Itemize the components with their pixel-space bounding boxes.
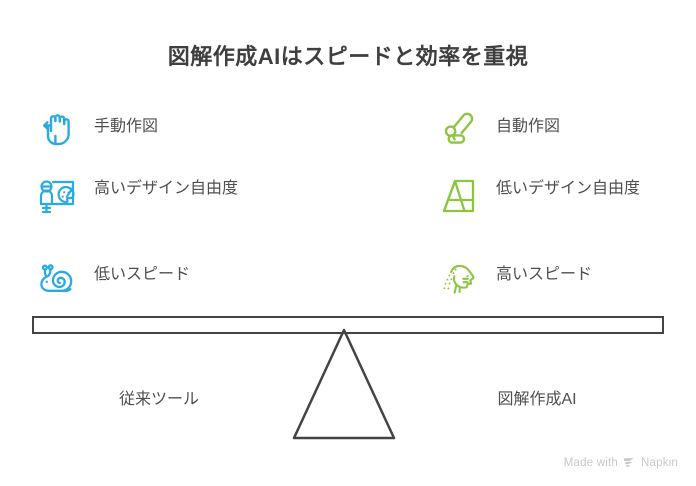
triangle-fulcrum <box>290 326 398 441</box>
right-side-label: 図解作成AI <box>497 391 577 408</box>
robot-arm-icon <box>436 108 482 154</box>
right-feature-0: 自動作図 <box>436 108 560 154</box>
page-title: 図解作成AIはスピードと効率を重視 <box>167 44 529 69</box>
napkin-watermark: Made with Napkin <box>564 456 678 469</box>
left-feature-2-label: 低いスピード <box>94 266 191 283</box>
comparison-columns: 手動作図 <box>0 108 696 308</box>
hand-icon <box>34 108 80 154</box>
right-feature-1-label: 低いデザイン自由度 <box>496 180 641 197</box>
watermark-brand: Napkin <box>641 456 678 469</box>
seesaw-diagram: 従来ツール 図解作成AI <box>0 312 696 440</box>
left-side-label: 従来ツール <box>118 391 199 408</box>
left-feature-0-label: 手動作図 <box>94 118 159 135</box>
left-feature-1: 高いデザイン自由度 <box>34 174 238 220</box>
balance-beam <box>32 316 664 334</box>
watermark-prefix: Made with <box>563 456 618 469</box>
template-shape-icon <box>436 174 482 220</box>
left-feature-0: 手動作図 <box>34 108 158 154</box>
snail-icon <box>34 256 80 302</box>
left-feature-1-label: 高いデザイン自由度 <box>94 180 239 197</box>
right-feature-2-label: 高いスピード <box>496 266 593 283</box>
left-feature-2: 低いスピード <box>34 256 190 302</box>
designer-palette-icon <box>34 174 80 220</box>
right-feature-1: 低いデザイン自由度 <box>436 174 640 220</box>
right-feature-2: 高いスピード <box>436 256 592 302</box>
cheetah-icon <box>436 256 482 302</box>
right-feature-0-label: 自動作図 <box>496 118 561 135</box>
napkin-logo-icon <box>623 456 636 469</box>
